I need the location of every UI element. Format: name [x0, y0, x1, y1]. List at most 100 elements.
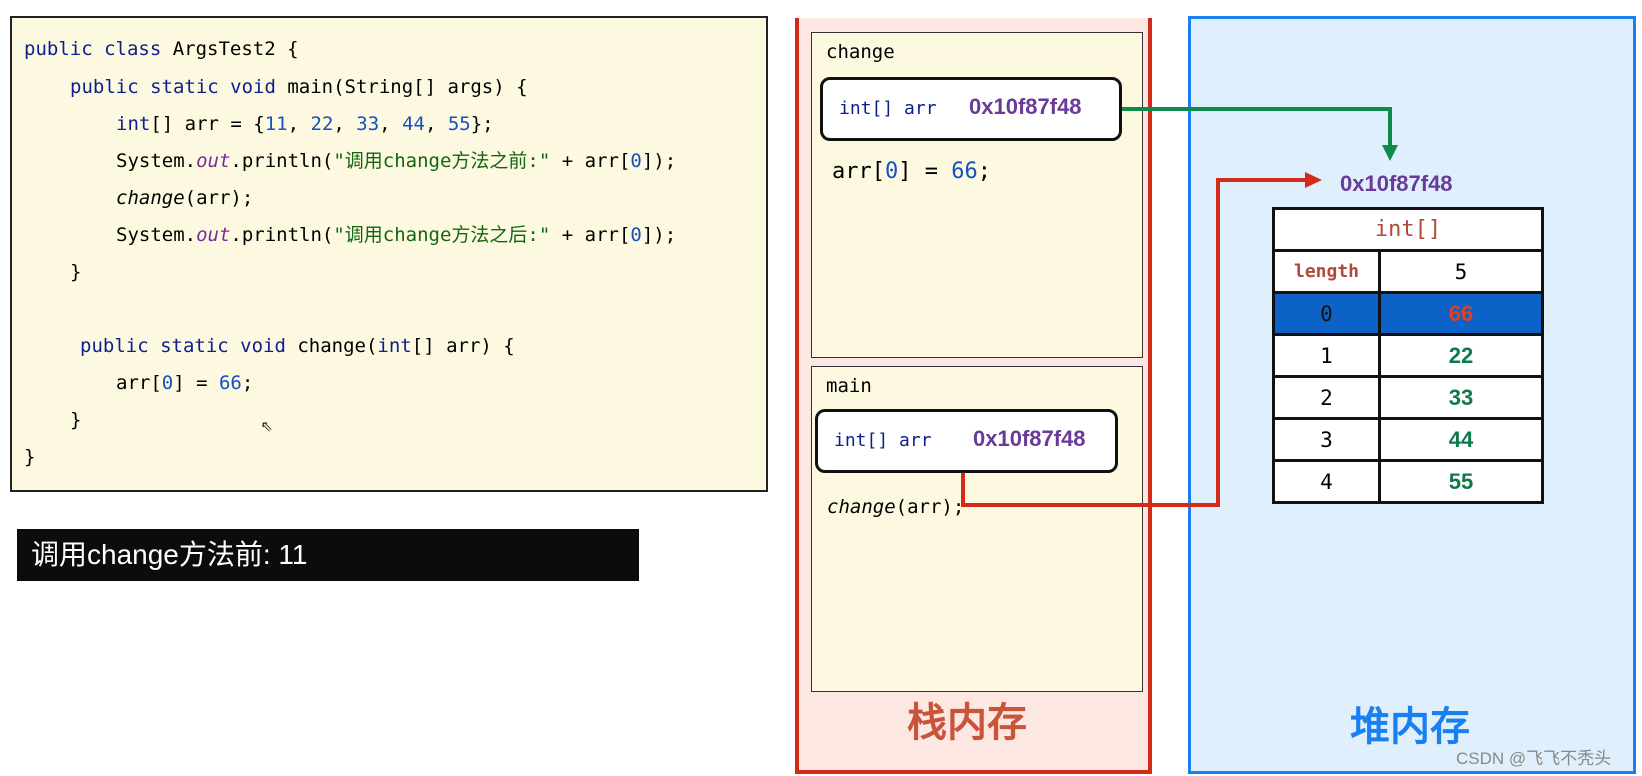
- code-line-11: }: [24, 446, 36, 468]
- main-frame: main int[] arr 0x10f87f48 change(arr);: [811, 366, 1143, 692]
- frame-title: main: [826, 375, 872, 397]
- code-text: main(String[] args) {: [275, 76, 528, 98]
- keyword: public static void: [70, 76, 276, 98]
- element-value: 55: [1378, 459, 1544, 504]
- number-literal: 33: [356, 113, 380, 135]
- code-text: ]);: [641, 150, 677, 172]
- ref-type: int[] arr: [839, 98, 937, 119]
- keyword: int: [377, 335, 412, 357]
- code-text: ] =: [173, 372, 219, 394]
- string-literal: "调用change方法之前:": [333, 150, 551, 172]
- code-text: ArgsTest2 {: [161, 38, 299, 60]
- code-text: ,: [379, 113, 403, 135]
- code-text: [] arr = {: [150, 113, 265, 135]
- keyword: int: [116, 113, 151, 135]
- code-text: + arr[: [550, 224, 631, 246]
- code-line-8: public static void change(int[] arr) {: [80, 334, 515, 358]
- element-index: 1: [1272, 333, 1381, 378]
- method-name: change: [827, 496, 896, 518]
- element-index: 4: [1272, 459, 1381, 504]
- array-type-row: int[]: [1272, 207, 1544, 252]
- code-line-4: System.out.println("调用change方法之前:" + arr…: [116, 149, 676, 173]
- code-panel: public class ArgsTest2 { public static v…: [10, 16, 768, 492]
- element-index: 0: [1272, 291, 1381, 336]
- code-text: (arr);: [184, 187, 254, 209]
- code-text: (arr);: [895, 496, 965, 518]
- code-text: ] =: [898, 159, 952, 184]
- code-text: ,: [333, 113, 357, 135]
- code-text: ;: [977, 159, 991, 184]
- frame-title: change: [826, 41, 895, 63]
- element-index: 2: [1272, 375, 1381, 420]
- element-value: 33: [1378, 375, 1544, 420]
- code-line-7: }: [70, 261, 82, 283]
- number-literal: 66: [951, 159, 978, 184]
- number-literal: 55: [447, 113, 471, 135]
- code-text: + arr[: [550, 150, 631, 172]
- number-literal: 66: [218, 372, 242, 394]
- stack-memory-title: 栈内存: [907, 700, 1027, 746]
- number-literal: 44: [402, 113, 425, 135]
- code-text: System.: [116, 224, 197, 246]
- keyword: public class: [24, 38, 162, 60]
- code-text: ]);: [641, 224, 677, 246]
- element-value: 66: [1378, 291, 1544, 336]
- array-type: int[]: [1272, 207, 1544, 252]
- call-statement: change(arr);: [827, 496, 964, 518]
- change-arr-reference: int[] arr 0x10f87f48: [820, 77, 1122, 141]
- element-index: 3: [1272, 417, 1381, 462]
- code-text: ,: [424, 113, 448, 135]
- code-text: arr[: [832, 159, 885, 184]
- code-text: ,: [287, 113, 311, 135]
- method-name: change: [116, 187, 185, 209]
- mouse-cursor-icon: ⇖: [261, 412, 274, 436]
- code-line-10: }: [70, 409, 82, 431]
- element-value: 22: [1378, 333, 1544, 378]
- code-line-5: change(arr);: [116, 186, 253, 210]
- keyword: public static void: [80, 335, 286, 357]
- change-frame: change int[] arr 0x10f87f48 arr[0] = 66;: [811, 32, 1143, 358]
- code-text: change(: [285, 335, 378, 357]
- code-text: .println(: [230, 224, 334, 246]
- code-text: };: [470, 113, 494, 135]
- code-text: arr[: [116, 372, 162, 394]
- heap-array-address: 0x10f87f48: [1340, 171, 1453, 196]
- ref-type: int[] arr: [834, 430, 932, 451]
- number-literal: 0: [161, 372, 174, 394]
- length-label: length: [1272, 249, 1381, 294]
- assign-statement: arr[0] = 66;: [832, 159, 991, 184]
- code-line-6: System.out.println("调用change方法之后:" + arr…: [116, 223, 676, 247]
- number-literal: 0: [884, 159, 899, 184]
- field-name: out: [196, 150, 231, 172]
- code-text: [] arr) {: [411, 335, 515, 357]
- code-line-3: int[] arr = {11, 22, 33, 44, 55};: [116, 112, 494, 136]
- length-value: 5: [1378, 249, 1544, 294]
- ref-address: 0x10f87f48: [973, 426, 1086, 451]
- number-literal: 0: [630, 150, 642, 172]
- heap-memory-title: 堆内存: [1350, 704, 1470, 750]
- code-line-9: arr[0] = 66;: [116, 371, 253, 395]
- field-name: out: [196, 224, 231, 246]
- watermark: CSDN @飞飞不秃头: [1456, 749, 1612, 768]
- ref-address: 0x10f87f48: [969, 94, 1082, 119]
- code-text: ;: [241, 372, 254, 394]
- console-output: 调用change方法前: 11: [17, 529, 639, 581]
- string-literal: "调用change方法之后:": [333, 224, 551, 246]
- element-value: 44: [1378, 417, 1544, 462]
- number-literal: 11: [264, 113, 288, 135]
- code-text: System.: [116, 150, 197, 172]
- code-line-2: public static void main(String[] args) {: [70, 75, 528, 99]
- number-literal: 0: [630, 224, 642, 246]
- code-line-1: public class ArgsTest2 {: [24, 37, 299, 61]
- main-arr-reference: int[] arr 0x10f87f48: [815, 409, 1118, 473]
- stack-memory: change int[] arr 0x10f87f48 arr[0] = 66;…: [795, 18, 1152, 774]
- code-text: .println(: [230, 150, 334, 172]
- number-literal: 22: [310, 113, 334, 135]
